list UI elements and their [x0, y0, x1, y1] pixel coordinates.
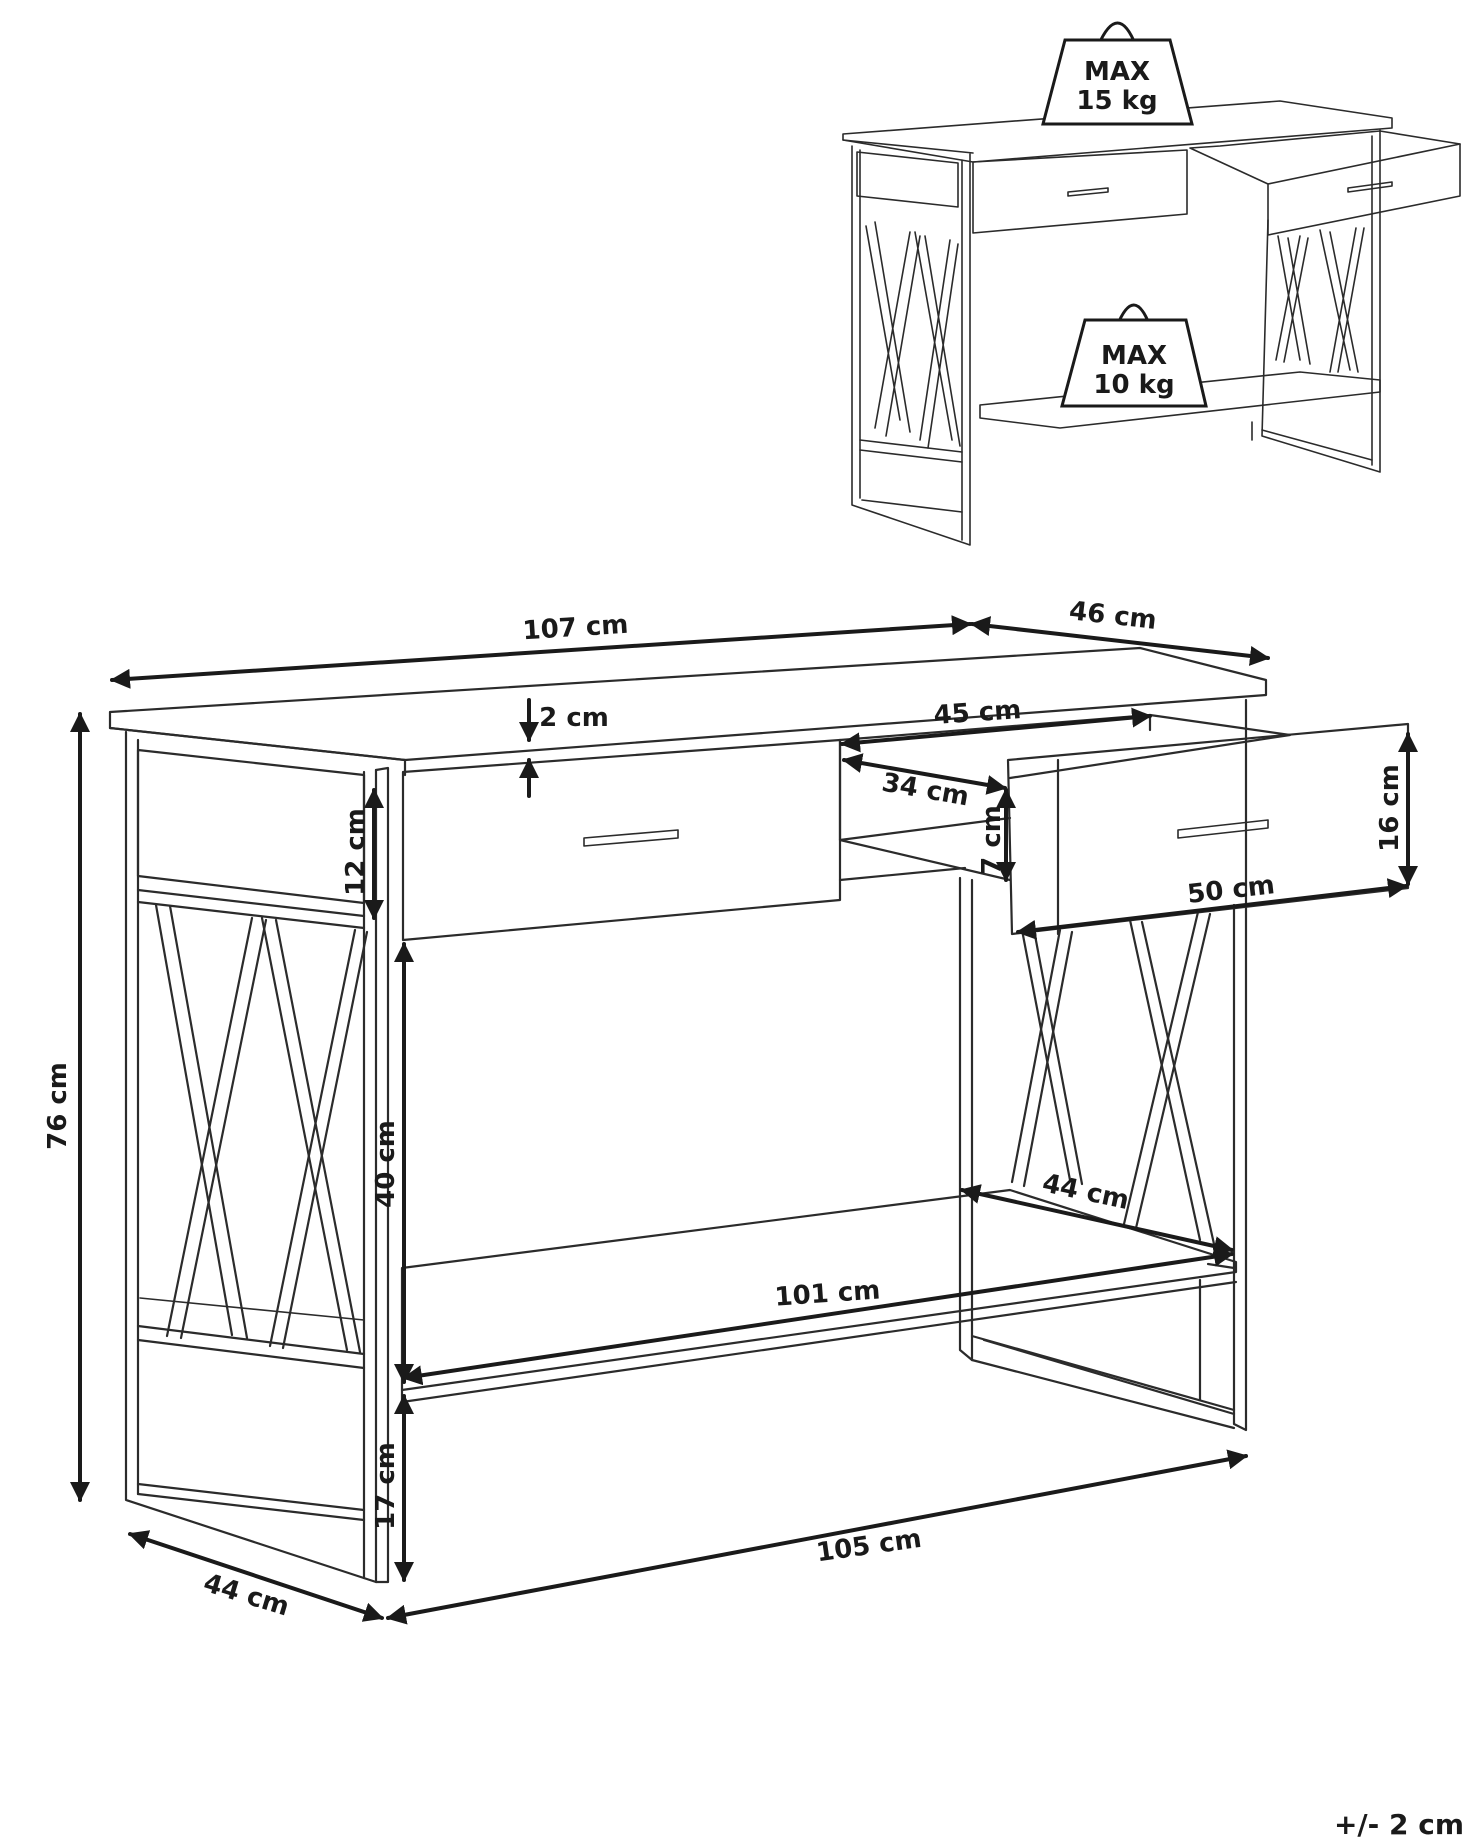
label-drawer-front-height: 16 cm: [1375, 764, 1405, 852]
main-table-illustration: [108, 646, 1410, 1584]
dimension-labels: 107 cm 46 cm 2 cm 45 cm 34 cm 7 cm 16 cm…: [43, 596, 1405, 1622]
dim-line-total-width: [110, 615, 972, 689]
dimension-lines: [70, 615, 1418, 1625]
dim-line-total-depth: [970, 616, 1270, 666]
dim-line-shelf-depth: [960, 1184, 1234, 1256]
label-shelf-width: 101 cm: [774, 1275, 882, 1312]
weight-shelf-line2: 10 kg: [1093, 370, 1174, 400]
label-total-width: 107 cm: [522, 610, 630, 647]
dim-line-shelf-width: [402, 1246, 1234, 1386]
dim-line-drawer-depth: [840, 707, 1152, 753]
label-top-thickness: 2 cm: [539, 703, 609, 733]
weight-top-line1: MAX: [1084, 57, 1150, 87]
label-drawer-inner-width: 34 cm: [880, 768, 972, 813]
label-drawer-depth: 45 cm: [933, 695, 1023, 731]
label-shelf-clearance: 40 cm: [371, 1120, 401, 1208]
label-apron-height: 12 cm: [341, 808, 371, 896]
weight-top-line2: 15 kg: [1076, 86, 1157, 116]
dim-line-base-depth: [128, 1530, 384, 1622]
dim-line-drawer-inner-width: [842, 753, 1007, 795]
weight-shelf-line1: MAX: [1101, 341, 1167, 371]
label-floor-clearance: 17 cm: [371, 1442, 401, 1530]
label-base-depth: 44 cm: [200, 1568, 293, 1622]
dim-line-base-width: [386, 1449, 1248, 1625]
weight-icon-max-15kg: MAX 15 kg: [1041, 21, 1194, 126]
weight-icon-max-10kg: MAX 10 kg: [1060, 303, 1208, 408]
preview-table-illustration: [842, 100, 1461, 546]
label-drawer-inner-height: 7 cm: [977, 805, 1007, 875]
dim-line-drawer-front-width: [1016, 878, 1408, 940]
label-total-height: 76 cm: [43, 1062, 73, 1150]
label-base-width: 105 cm: [814, 1524, 923, 1568]
tolerance-note: +/- 2 cm: [1334, 1808, 1464, 1839]
label-total-depth: 46 cm: [1068, 596, 1159, 636]
